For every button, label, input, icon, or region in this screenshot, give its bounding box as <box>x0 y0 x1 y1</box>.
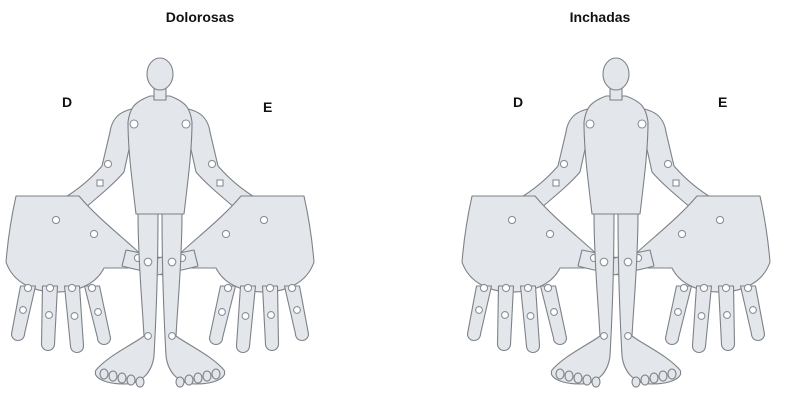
toe <box>176 377 184 387</box>
toe <box>127 375 135 385</box>
joint-marker <box>95 309 102 316</box>
palm <box>462 196 597 292</box>
joint-marker <box>750 307 757 314</box>
joint-marker <box>266 284 273 291</box>
body-diagram <box>400 0 800 399</box>
joint-marker <box>624 258 632 266</box>
joint-marker <box>527 313 534 320</box>
joint-marker <box>244 284 251 291</box>
toe <box>565 371 573 381</box>
joint-marker <box>675 309 682 316</box>
joint-marker <box>90 230 97 237</box>
joint-marker <box>46 312 53 319</box>
joint-marker <box>638 120 646 128</box>
joint-marker <box>217 180 223 186</box>
toe <box>100 369 108 379</box>
panel-inchadas: Inchadas D E <box>400 0 800 399</box>
joint-marker <box>722 284 729 291</box>
joint-marker <box>52 216 59 223</box>
joint-marker <box>700 284 707 291</box>
joint-marker <box>553 180 559 186</box>
joint-marker <box>88 284 95 291</box>
joint-marker <box>678 230 685 237</box>
palm <box>179 196 314 292</box>
joint-marker <box>698 313 705 320</box>
joint-marker <box>20 307 27 314</box>
joint-marker <box>625 333 632 340</box>
joint-marker <box>144 258 152 266</box>
joint-marker <box>664 160 671 167</box>
toe <box>118 373 126 383</box>
joint-marker <box>145 333 152 340</box>
joint-marker <box>480 284 487 291</box>
joint-marker <box>524 284 531 291</box>
panel-dolorosas: Dolorosas D E <box>0 0 400 399</box>
toe <box>659 371 667 381</box>
joint-marker <box>182 120 190 128</box>
joint-marker <box>673 180 679 186</box>
joint-marker <box>68 284 75 291</box>
torso <box>128 96 192 214</box>
toe <box>109 371 117 381</box>
joint-marker <box>46 284 53 291</box>
toe <box>668 369 676 379</box>
head <box>147 58 173 90</box>
toe <box>203 371 211 381</box>
joint-marker <box>546 230 553 237</box>
figure-group <box>6 58 314 387</box>
joint-marker <box>716 216 723 223</box>
joint-marker <box>544 284 551 291</box>
joint-marker <box>24 284 31 291</box>
joint-marker <box>601 333 608 340</box>
toe <box>583 375 591 385</box>
joint-marker <box>268 312 275 319</box>
joint-marker <box>680 284 687 291</box>
toe <box>632 377 640 387</box>
joint-marker <box>168 258 176 266</box>
joint-marker <box>224 284 231 291</box>
head <box>603 58 629 90</box>
joint-marker <box>586 120 594 128</box>
toe <box>212 369 220 379</box>
figure-group <box>462 58 770 387</box>
toe <box>185 375 193 385</box>
palm <box>635 196 770 292</box>
torso <box>584 96 648 214</box>
joint-marker <box>502 312 509 319</box>
joint-marker <box>551 309 558 316</box>
joint-marker <box>97 180 103 186</box>
joint-marker <box>600 258 608 266</box>
joint-marker <box>219 309 226 316</box>
toe <box>574 373 582 383</box>
joint-marker <box>508 216 515 223</box>
body-diagram <box>0 0 400 399</box>
joint-marker <box>476 307 483 314</box>
joint-marker <box>104 160 111 167</box>
palm <box>6 196 141 292</box>
joint-marker <box>71 313 78 320</box>
toe <box>650 373 658 383</box>
joint-marker <box>260 216 267 223</box>
toe <box>556 369 564 379</box>
toe <box>592 377 600 387</box>
joint-marker <box>502 284 509 291</box>
joint-marker <box>744 284 751 291</box>
joint-marker <box>288 284 295 291</box>
toe <box>136 377 144 387</box>
joint-marker <box>130 120 138 128</box>
joint-marker <box>560 160 567 167</box>
joint-marker <box>208 160 215 167</box>
toe <box>194 373 202 383</box>
joint-marker <box>169 333 176 340</box>
joint-marker <box>294 307 301 314</box>
joint-marker <box>242 313 249 320</box>
joint-marker <box>724 312 731 319</box>
toe <box>641 375 649 385</box>
joint-marker <box>222 230 229 237</box>
